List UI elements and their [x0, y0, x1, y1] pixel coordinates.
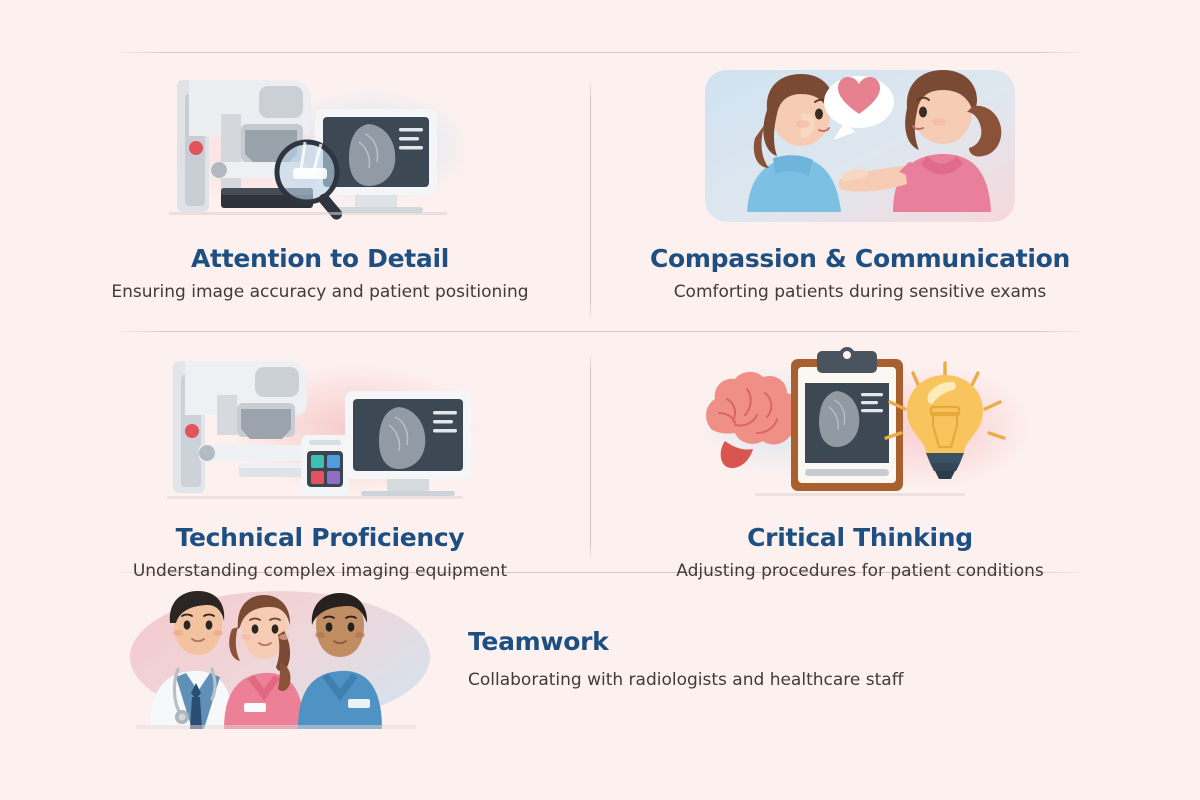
patient-comfort-illustration: [695, 62, 1025, 232]
card-heading: Teamwork: [468, 626, 609, 656]
healthcare-team-illustration: [112, 587, 442, 729]
divider-bottom: [112, 572, 1088, 573]
card-subtitle: Understanding complex imaging equipment: [132, 561, 508, 581]
mammography-machine-control-panel-illustration: [155, 341, 485, 511]
card-attention-to-detail: Attention to Detail Ensuring image accur…: [70, 62, 570, 302]
card-subtitle: Comforting patients during sensitive exa…: [673, 282, 1047, 302]
card-compassion-communication: Compassion & Communication Comforting pa…: [610, 62, 1110, 302]
card-critical-thinking: Critical Thinking Adjusting procedures f…: [610, 341, 1110, 581]
card-heading: Technical Proficiency: [175, 523, 465, 552]
brain-clipboard-lightbulb-illustration: [695, 341, 1025, 511]
card-heading: Critical Thinking: [747, 523, 973, 552]
divider-middle: [112, 331, 1088, 332]
teamwork-text-block: Teamwork Collaborating with radiologists…: [468, 627, 903, 690]
divider-top: [112, 52, 1088, 53]
card-subtitle: Adjusting procedures for patient conditi…: [676, 561, 1044, 581]
card-technical-proficiency: Technical Proficiency Understanding comp…: [70, 341, 570, 581]
card-subtitle: Ensuring image accuracy and patient posi…: [111, 282, 529, 302]
divider-vertical-row2: [590, 352, 591, 562]
card-teamwork: Teamwork Collaborating with radiologists…: [112, 583, 1092, 733]
card-heading: Compassion & Communication: [649, 244, 1071, 273]
card-heading: Attention to Detail: [191, 244, 449, 273]
divider-vertical-row1: [590, 78, 591, 322]
mammography-machine-magnifier-illustration: [155, 62, 485, 232]
card-subtitle: Collaborating with radiologists and heal…: [468, 669, 904, 690]
